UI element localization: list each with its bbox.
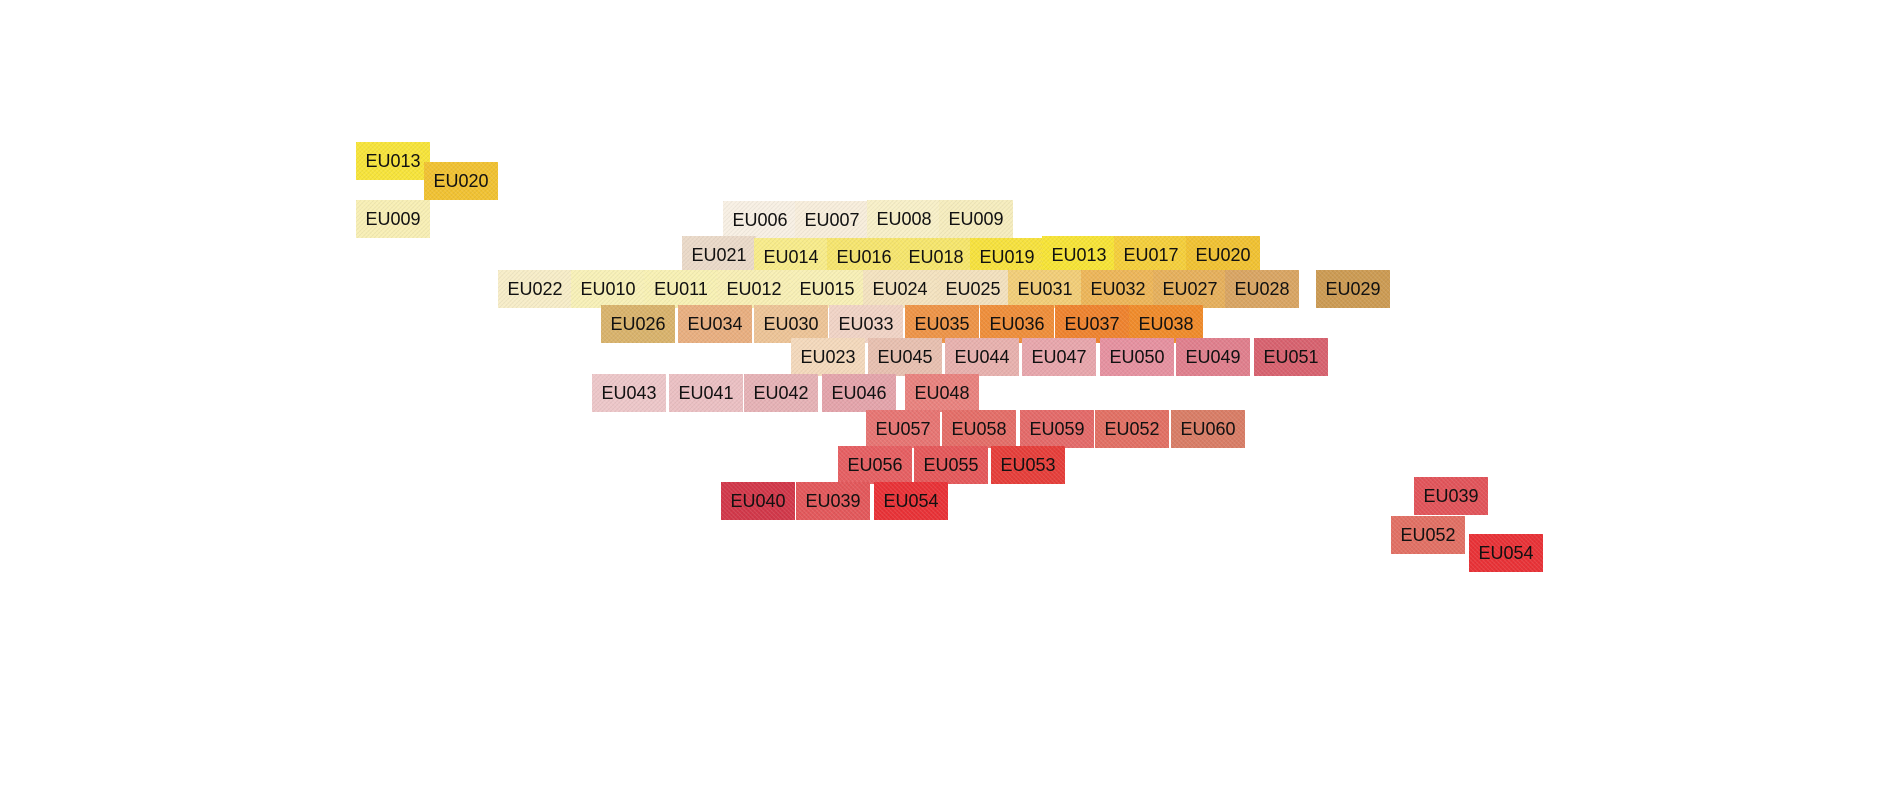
region-tile-eu027: EU027 xyxy=(1153,270,1227,308)
region-tile-eu048: EU048 xyxy=(905,374,979,412)
region-tile-eu040: EU040 xyxy=(721,482,795,520)
region-tile-eu010: EU010 xyxy=(571,270,645,308)
region-tile-eu054: EU054 xyxy=(1469,534,1543,572)
region-tile-eu009: EU009 xyxy=(356,200,430,238)
region-tile-eu017: EU017 xyxy=(1114,236,1188,274)
region-tile-eu051: EU051 xyxy=(1254,338,1328,376)
region-tile-eu052: EU052 xyxy=(1391,516,1465,554)
region-tile-eu015: EU015 xyxy=(790,270,864,308)
region-tile-eu013: EU013 xyxy=(356,142,430,180)
region-tile-eu030: EU030 xyxy=(754,305,828,343)
region-tile-eu029: EU029 xyxy=(1316,270,1390,308)
region-tile-eu052: EU052 xyxy=(1095,410,1169,448)
region-tile-eu033: EU033 xyxy=(829,305,903,343)
region-tile-eu045: EU045 xyxy=(868,338,942,376)
region-tile-eu021: EU021 xyxy=(682,236,756,274)
region-tile-eu047: EU047 xyxy=(1022,338,1096,376)
region-tile-eu026: EU026 xyxy=(601,305,675,343)
region-tile-eu020: EU020 xyxy=(424,162,498,200)
region-tile-eu023: EU023 xyxy=(791,338,865,376)
region-tile-eu057: EU057 xyxy=(866,410,940,448)
region-tile-eu024: EU024 xyxy=(863,270,937,308)
region-tile-eu009: EU009 xyxy=(939,200,1013,238)
region-tile-eu050: EU050 xyxy=(1100,338,1174,376)
region-tile-eu018: EU018 xyxy=(899,238,973,276)
region-tile-eu046: EU046 xyxy=(822,374,896,412)
region-tile-eu025: EU025 xyxy=(936,270,1010,308)
region-tile-eu035: EU035 xyxy=(905,305,979,343)
region-tile-eu053: EU053 xyxy=(991,446,1065,484)
region-tile-eu049: EU049 xyxy=(1176,338,1250,376)
region-tile-eu031: EU031 xyxy=(1008,270,1082,308)
region-tile-eu039: EU039 xyxy=(796,482,870,520)
region-tile-eu034: EU034 xyxy=(678,305,752,343)
region-tile-eu059: EU059 xyxy=(1020,410,1094,448)
region-tile-eu022: EU022 xyxy=(498,270,572,308)
region-tile-eu041: EU041 xyxy=(669,374,743,412)
region-tile-eu058: EU058 xyxy=(942,410,1016,448)
region-tile-eu016: EU016 xyxy=(827,238,901,276)
region-tile-eu036: EU036 xyxy=(980,305,1054,343)
region-tile-eu042: EU042 xyxy=(744,374,818,412)
region-tile-eu014: EU014 xyxy=(754,238,828,276)
region-tile-eu028: EU028 xyxy=(1225,270,1299,308)
region-tile-eu013: EU013 xyxy=(1042,236,1116,274)
region-tile-eu032: EU032 xyxy=(1081,270,1155,308)
region-tile-eu060: EU060 xyxy=(1171,410,1245,448)
region-tile-eu054: EU054 xyxy=(874,482,948,520)
region-tile-eu039: EU039 xyxy=(1414,477,1488,515)
region-tile-eu037: EU037 xyxy=(1055,305,1129,343)
region-tile-eu008: EU008 xyxy=(867,200,941,238)
region-tile-eu019: EU019 xyxy=(970,238,1044,276)
region-tile-eu038: EU038 xyxy=(1129,305,1203,343)
region-tile-eu043: EU043 xyxy=(592,374,666,412)
region-tile-eu056: EU056 xyxy=(838,446,912,484)
region-tile-eu012: EU012 xyxy=(717,270,791,308)
region-tile-eu020: EU020 xyxy=(1186,236,1260,274)
region-tile-eu006: EU006 xyxy=(723,201,797,239)
region-tile-eu055: EU055 xyxy=(914,446,988,484)
region-tile-eu011: EU011 xyxy=(644,270,718,308)
region-tile-eu007: EU007 xyxy=(795,201,869,239)
region-tile-eu044: EU044 xyxy=(945,338,1019,376)
